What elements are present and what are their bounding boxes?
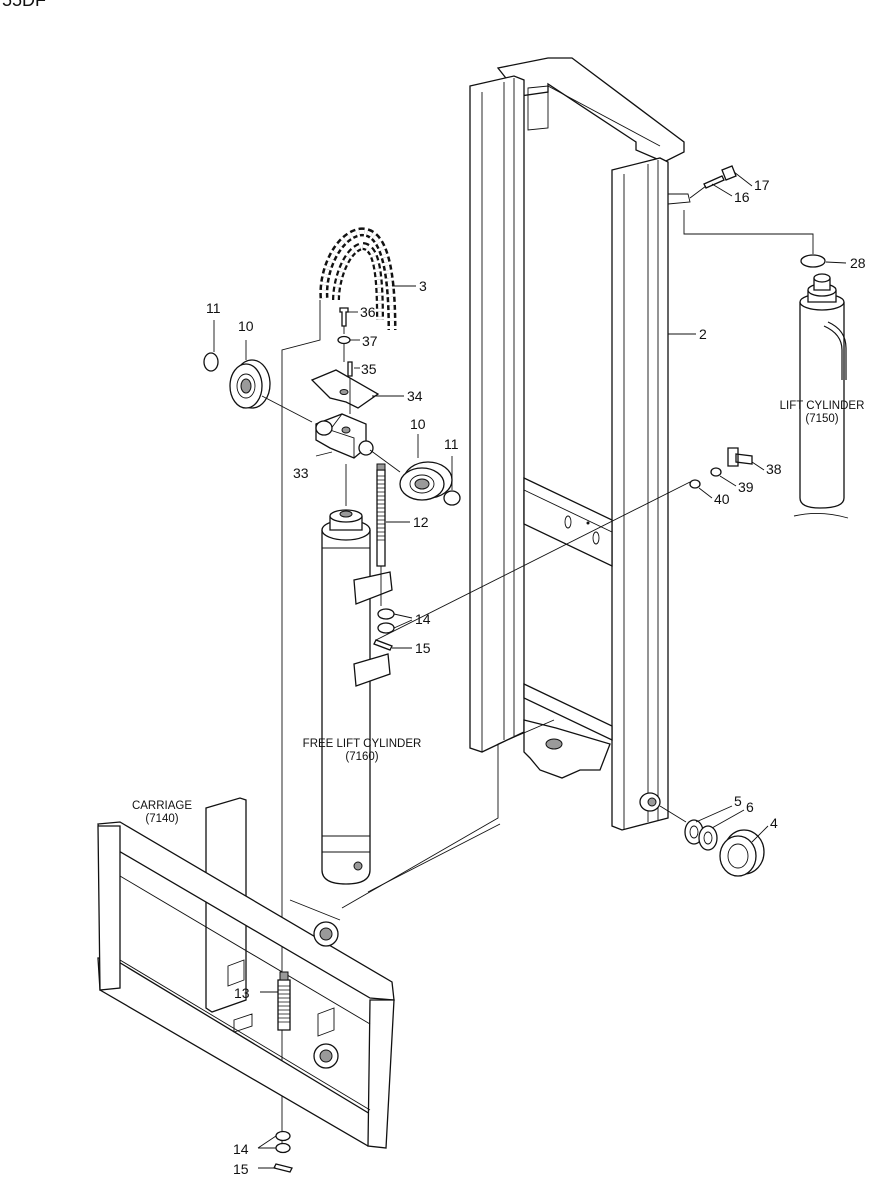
chain-wheel-bracket [315, 413, 374, 459]
pin-35 [347, 361, 353, 377]
free-lift-cylinder-ref: (7160) [345, 751, 378, 763]
split-pin-15-upper [373, 639, 393, 651]
lift-cylinder: LIFT CYLINDER (7150) [780, 273, 865, 519]
sheave-left [229, 359, 271, 409]
callout-11-left: 11 [206, 300, 221, 316]
anchor-rod-13 [277, 971, 291, 1031]
callout-35: 35 [361, 361, 377, 377]
carriage-ref: (7140) [145, 813, 178, 825]
callout-6: 6 [746, 799, 754, 815]
callout-17: 17 [754, 177, 770, 193]
callout-10-left: 10 [238, 318, 254, 334]
callout-15-lower: 15 [233, 1161, 249, 1177]
lift-chain [319, 227, 397, 331]
snap-ring-right [443, 490, 461, 506]
callout-39: 39 [738, 479, 754, 495]
bolt-38 [727, 447, 753, 467]
callout-34: 34 [407, 388, 423, 404]
bolt-16-17 [689, 165, 737, 199]
callout-14-upper: 14 [415, 611, 431, 627]
callout-40: 40 [714, 491, 730, 507]
carriage-title: CARRIAGE [132, 800, 192, 812]
callout-16: 16 [734, 189, 750, 205]
washer-40 [689, 479, 701, 489]
callout-11-right: 11 [444, 436, 459, 452]
callout-15-upper: 15 [415, 640, 431, 656]
callout-28: 28 [850, 255, 866, 271]
callout-labels: 2 3 4 5 6 10 10 11 11 12 13 14 14 15 15 … [206, 171, 866, 1177]
snap-ring-left [203, 352, 219, 372]
inner-mast [469, 57, 691, 831]
callout-3: 3 [419, 278, 427, 294]
plate-34 [310, 369, 380, 409]
callout-4: 4 [770, 815, 778, 831]
callout-38: 38 [766, 461, 782, 477]
washer-39 [710, 467, 722, 477]
free-lift-cylinder-title: FREE LIFT CYLINDER [303, 738, 422, 750]
callout-5: 5 [734, 793, 742, 809]
callout-14-lower: 14 [233, 1141, 249, 1157]
free-lift-cylinder: FREE LIFT CYLINDER (7160) [303, 509, 422, 885]
shim-6 [698, 825, 718, 851]
o-ring-28 [800, 254, 826, 268]
roller-bearing-4 [719, 829, 765, 877]
callout-12: 12 [413, 514, 429, 530]
callout-33: 33 [293, 465, 309, 481]
washer-37 [337, 335, 351, 345]
bolt-36 [339, 307, 349, 327]
nut-14-lower-a [275, 1130, 291, 1142]
lift-cylinder-title: LIFT CYLINDER [780, 400, 865, 412]
carriage: CARRIAGE (7140) [97, 797, 395, 1149]
callout-2: 2 [699, 326, 707, 342]
callout-37: 37 [362, 333, 378, 349]
split-pin-15-lower [273, 1163, 293, 1173]
anchor-rod-12 [376, 463, 386, 567]
sheave-right [399, 461, 453, 501]
nut-14-lower-b [275, 1142, 291, 1154]
callout-13: 13 [234, 985, 250, 1001]
nut-14-upper-b [377, 622, 395, 634]
header-code: 55DF [2, 0, 46, 10]
nut-14-upper-a [377, 608, 395, 620]
lift-cylinder-ref: (7150) [805, 413, 838, 425]
callout-36: 36 [360, 304, 376, 320]
callout-10-right: 10 [410, 416, 426, 432]
